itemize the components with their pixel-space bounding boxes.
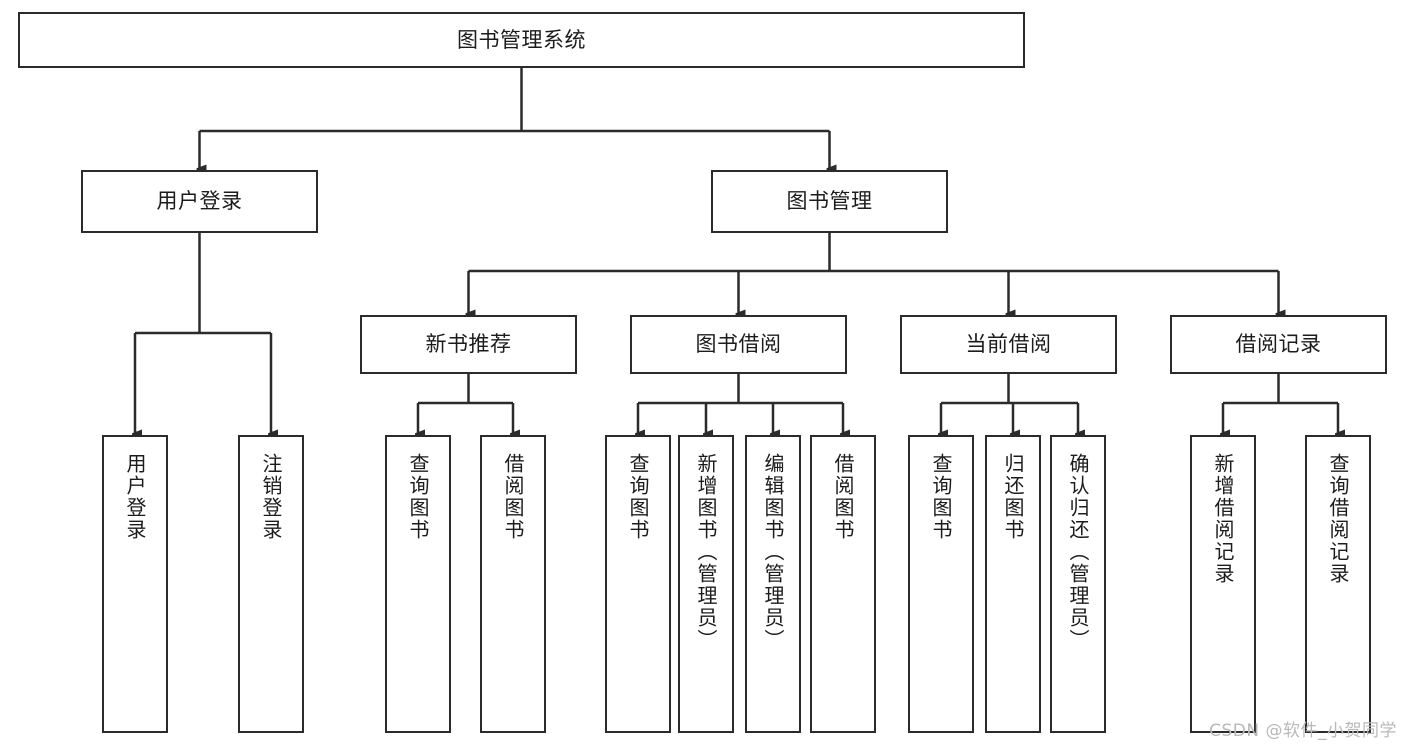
node-label: 借阅图书 xyxy=(501,453,525,541)
node-leaf-edit-book[interactable]: 编辑图书（管理员） xyxy=(745,435,801,733)
node-leaf-borrow-book[interactable]: 借阅图书 xyxy=(810,435,876,733)
node-label: 借阅记录 xyxy=(1235,332,1322,357)
node-label: 用户登录 xyxy=(123,453,147,541)
node-label: 查询图书 xyxy=(406,453,430,541)
node-label: 当前借阅 xyxy=(965,332,1052,357)
node-label: 图书管理 xyxy=(786,189,873,214)
node-current-borrow[interactable]: 当前借阅 xyxy=(900,315,1117,374)
node-leaf-add-borrow-record[interactable]: 新增借阅记录 xyxy=(1190,435,1256,733)
node-label: 注销登录 xyxy=(259,453,283,541)
node-leaf-user-login[interactable]: 用户登录 xyxy=(102,435,168,733)
node-user-login[interactable]: 用户登录 xyxy=(81,170,318,233)
node-leaf-query-book-current[interactable]: 查询图书 xyxy=(908,435,974,733)
node-label: 借阅图书 xyxy=(831,453,855,541)
node-label: 图书管理系统 xyxy=(457,27,586,52)
node-leaf-confirm-return[interactable]: 确认归还（管理员） xyxy=(1050,435,1106,733)
node-label: 新增图书（管理员） xyxy=(694,453,718,651)
node-book-borrow[interactable]: 图书借阅 xyxy=(630,315,847,374)
watermark-label: CSDN @软件_小贺同学 xyxy=(1209,721,1397,741)
node-label: 查询图书 xyxy=(626,453,650,541)
node-borrow-record[interactable]: 借阅记录 xyxy=(1170,315,1387,374)
node-new-book-recommend[interactable]: 新书推荐 xyxy=(360,315,577,374)
node-label: 新增借阅记录 xyxy=(1211,453,1235,585)
node-leaf-query-book-borrow[interactable]: 查询图书 xyxy=(605,435,671,733)
node-label: 查询图书 xyxy=(929,453,953,541)
node-leaf-return-book[interactable]: 归还图书 xyxy=(985,435,1041,733)
node-leaf-borrow-book-recommend[interactable]: 借阅图书 xyxy=(480,435,546,733)
node-label: 归还图书 xyxy=(1001,453,1025,541)
root-node-system[interactable]: 图书管理系统 xyxy=(18,12,1025,68)
node-label: 用户登录 xyxy=(156,189,243,214)
node-leaf-query-book-recommend[interactable]: 查询图书 xyxy=(385,435,451,733)
node-book-manage[interactable]: 图书管理 xyxy=(711,170,948,233)
node-leaf-query-borrow-record[interactable]: 查询借阅记录 xyxy=(1305,435,1371,733)
node-label: 新书推荐 xyxy=(425,332,512,357)
node-label: 图书借阅 xyxy=(695,332,782,357)
node-leaf-user-logout[interactable]: 注销登录 xyxy=(238,435,304,733)
node-label: 查询借阅记录 xyxy=(1326,453,1350,585)
node-label: 确认归还（管理员） xyxy=(1066,453,1090,651)
node-label: 编辑图书（管理员） xyxy=(761,453,785,651)
connector-lines xyxy=(135,68,1338,434)
node-leaf-add-book[interactable]: 新增图书（管理员） xyxy=(678,435,734,733)
